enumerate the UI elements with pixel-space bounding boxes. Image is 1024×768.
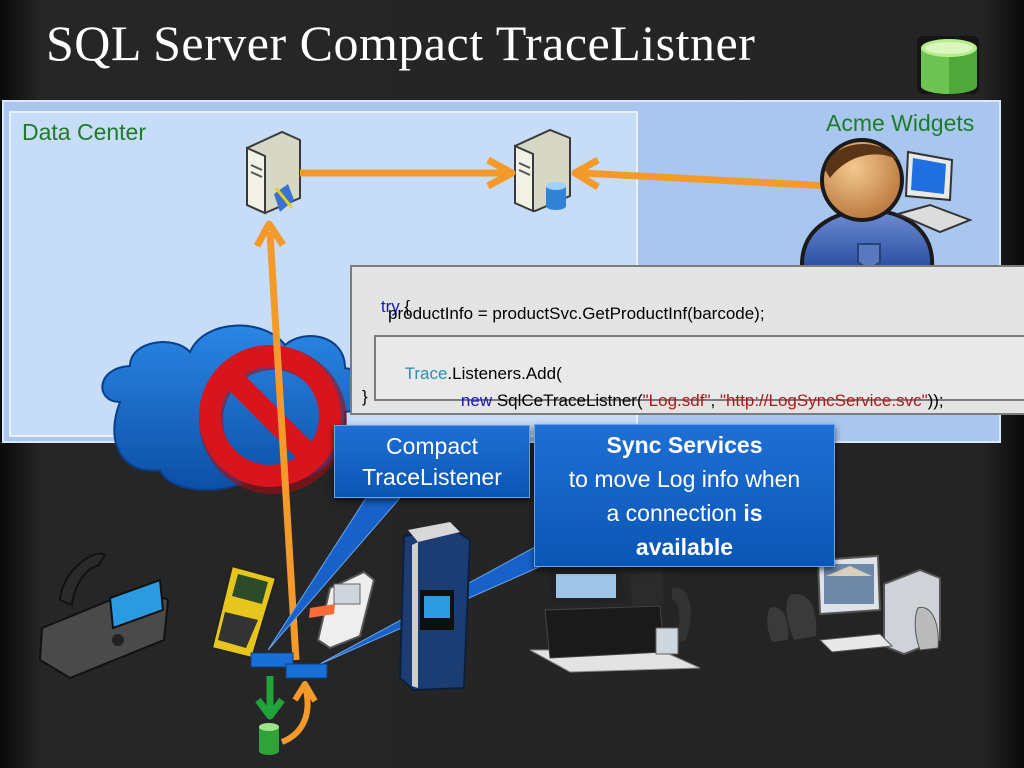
local-database-icon [259, 723, 279, 755]
code-final-brace: } [362, 387, 368, 406]
pos-terminal-icon [529, 566, 701, 673]
sync-services-callout: Sync Services to move Log info when a co… [534, 424, 835, 567]
desktop-pc-icon [767, 554, 941, 656]
write-log-arrow-icon [255, 676, 285, 720]
code-new-keyword: new [460, 391, 493, 410]
compact-trace-listener-callout: Compact TraceListener [334, 425, 530, 498]
data-center-label: Data Center [22, 119, 147, 145]
code-listeners-add: .Listeners.Add( [447, 364, 562, 383]
no-connection-sign-icon [199, 345, 347, 494]
code-try-keyword: try [380, 297, 400, 316]
code-close-call: )); [927, 391, 944, 410]
compact-callout-line2: TraceListener [362, 464, 502, 490]
user-icon [799, 138, 935, 272]
computer-icon [895, 150, 973, 234]
trace-listener-component [250, 652, 294, 668]
compact-callout-line1: Compact [385, 433, 479, 459]
sync-callout-line3: a connection is [535, 496, 834, 530]
code-product-info-line: productInfo = productSvc.GetProductInf(b… [388, 304, 765, 323]
code-service-url-arg: "http://LogSyncService.svc" [719, 391, 928, 410]
ip-phone-icon [38, 552, 170, 680]
sync-callout-line3-text: a connection [606, 500, 744, 526]
sync-callout-title: Sync Services [606, 432, 763, 458]
acme-widgets-label: Acme Widgets [826, 110, 975, 136]
server-to-db-arrow [300, 156, 516, 190]
sync-log-arrow-icon [280, 681, 318, 745]
code-log-sdf-arg: "Log.sdf" [642, 391, 711, 410]
code-arg-separator: , [710, 391, 720, 410]
code-try-brace: { [399, 297, 411, 316]
app-server-icon [246, 130, 301, 215]
slide-title: SQL Server Compact TraceListner [46, 15, 756, 71]
sync-services-component [285, 663, 328, 679]
compact-callout-pointer [267, 497, 402, 651]
database-server-icon [514, 128, 571, 213]
handheld-scanner-icon [210, 564, 278, 660]
device-to-server-arrow [253, 220, 300, 661]
user-to-db-arrow [571, 156, 831, 190]
kiosk-icon [398, 522, 472, 692]
database-icon [917, 36, 979, 94]
sync-callout-is: is [743, 500, 763, 526]
sync-callout-line4: available [635, 534, 734, 560]
code-trace-class: Trace [404, 364, 448, 383]
card-reader-icon [309, 570, 376, 650]
sync-callout-line2: to move Log info when [568, 466, 801, 492]
trace-listener-code-box: Trace.Listeners.Add( new SqlCeTraceListn… [374, 335, 1024, 410]
code-constructor: SqlCeTraceListner( [492, 391, 643, 410]
